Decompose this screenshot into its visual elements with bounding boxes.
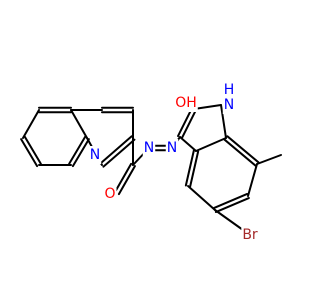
bond-q9-qN	[102, 138, 136, 168]
atom-br: Br	[242, 227, 258, 243]
bond-c5-c6	[213, 192, 249, 209]
bond-q6-q1	[23, 135, 42, 165]
atom-n-azo-1: N	[144, 140, 154, 156]
atom-n-indole: N	[224, 97, 234, 113]
bond-c5-c6	[214, 197, 250, 214]
atom-label-background	[165, 139, 179, 157]
molecule-structure-diagram: O N N N OH N H Br	[20, 81, 282, 244]
bond-c7a-c3a	[195, 137, 227, 152]
bond-q6-q1	[20, 138, 39, 168]
bond-q4-q5	[68, 135, 87, 165]
bond-q1-q2	[22, 109, 40, 139]
bond-c7-c7a	[223, 138, 257, 167]
atom-oh-hydroxyl: OH	[175, 95, 197, 111]
bond-c3-c2	[177, 107, 194, 138]
atom-label-background	[103, 185, 117, 203]
bond-c4-c5	[187, 185, 216, 211]
bond-c3a-c3	[179, 136, 197, 152]
atom-o-carbonyl: O	[104, 186, 115, 202]
atom-label-background	[222, 96, 236, 114]
atom-label-background	[222, 81, 236, 99]
bond-c2-n1i	[193, 104, 222, 110]
bond-n1i-c7a	[220, 104, 227, 139]
atom-label-layer: O N N N OH N H Br	[88, 81, 259, 244]
bond-c3-c2	[180, 108, 197, 139]
bond-q9-qN	[99, 135, 133, 165]
atom-h-indole: H	[224, 82, 235, 98]
atom-n-azo-2: N	[167, 140, 177, 156]
atom-label-background	[142, 139, 156, 157]
bond-c6-c7	[247, 163, 258, 197]
bond-c3a-c4	[184, 149, 195, 187]
bond-c7-c7a	[226, 135, 260, 164]
bond-q3-q4	[70, 109, 88, 139]
bond-c7-me	[256, 154, 282, 165]
atom-n-quinoline: N	[90, 147, 100, 163]
bond-layer	[20, 104, 282, 236]
bond-c3a-c4	[189, 150, 200, 188]
atom-label-background	[174, 94, 198, 112]
bond-q4-q5	[71, 138, 90, 168]
atom-label-background	[88, 146, 102, 164]
bond-cC-cO	[114, 162, 133, 193]
atom-label-background	[241, 226, 259, 244]
bond-cC-cO	[117, 165, 136, 196]
